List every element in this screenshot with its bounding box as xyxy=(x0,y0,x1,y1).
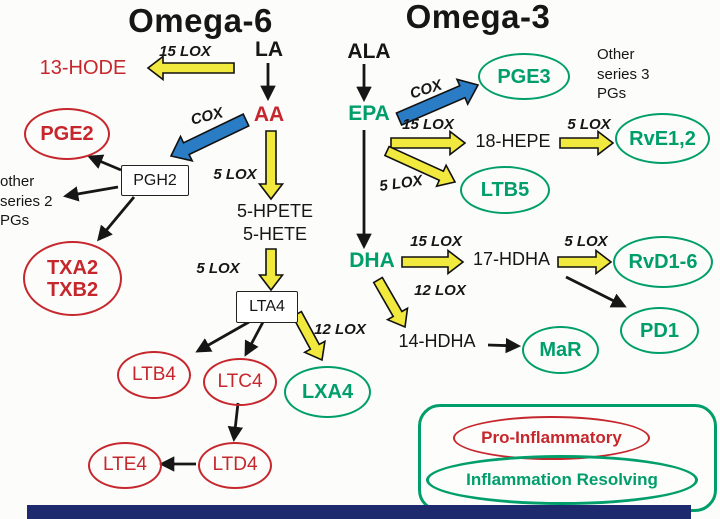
node-rvd1-6: RvD1-6 xyxy=(613,236,713,288)
node-ltc4-label: LTC4 xyxy=(217,370,263,392)
node-pge2-label: PGE2 xyxy=(40,123,94,145)
enzyme-15-lox-label: 15 LOX xyxy=(402,116,454,133)
arrow-lta4-to-ltc4 xyxy=(244,321,265,357)
node-pd1-label: PD1 xyxy=(640,319,679,342)
title-omega6: Omega-6 xyxy=(128,2,273,39)
node-pd1: PD1 xyxy=(620,307,699,354)
node-pge2: PGE2 xyxy=(24,108,110,160)
node-ltb4-label: LTB4 xyxy=(131,363,176,385)
node-rvd1-6-label: RvD1-6 xyxy=(628,251,698,273)
node-aa: AA xyxy=(253,103,285,126)
node-ltd4: LTD4 xyxy=(198,442,272,489)
enzyme-5-lox-label: 5 LOX xyxy=(378,172,424,195)
enzyme-cox-label: COX xyxy=(407,76,444,103)
enzyme-5-lox-label: 5 LOX xyxy=(564,233,608,250)
node-lte4-label: LTE4 xyxy=(102,454,147,476)
node-18-hepe: 18-HEPE xyxy=(475,131,551,151)
node-13-hode: 13-HODE xyxy=(39,57,127,79)
node-mar-label: MaR xyxy=(539,339,582,361)
arrow-aa-to-5hpete xyxy=(257,130,285,201)
node-ala: ALA xyxy=(347,40,391,63)
node-rve1-2-label: RvE1,2 xyxy=(629,127,696,150)
node-17-hdha: 17-HDHA xyxy=(472,249,551,269)
node-lxa4: LXA4 xyxy=(284,366,371,418)
node-txa2-txb2: TXA2 TXB2 xyxy=(23,241,122,316)
arrow-epa-to-18hepe xyxy=(390,129,467,157)
legend-pro-inflammatory-label: Pro-Inflammatory xyxy=(481,427,622,447)
arrow-17hdha-to-rvd16 xyxy=(557,248,613,276)
node-la: LA xyxy=(255,38,283,61)
node-lxa4-label: LXA4 xyxy=(301,381,354,403)
bottom-bar xyxy=(27,505,691,519)
enzyme-5-lox-label: 5 LOX xyxy=(567,116,611,133)
node-ltb4: LTB4 xyxy=(117,351,191,399)
node-ltb5-label: LTB5 xyxy=(480,179,530,201)
note-other-series-3-pgs: Other series 3 PGs xyxy=(597,46,650,102)
enzyme-cox-label: COX xyxy=(189,104,225,129)
node-lta4: LTA4 xyxy=(236,291,298,323)
legend-inflammation-resolving: Inflammation Resolving xyxy=(426,455,698,505)
node-ltc4: LTC4 xyxy=(203,358,277,406)
enzyme-5-lox-label: 5 LOX xyxy=(196,260,240,277)
arrow-5hete-to-lta4 xyxy=(257,248,285,292)
arrow-18hepe-to-rve12 xyxy=(559,129,615,157)
node-pge3: PGE3 xyxy=(478,53,570,100)
arrow-ltc4-to-ltd4 xyxy=(227,402,244,443)
node-lta4-label: LTA4 xyxy=(249,298,285,315)
arrow-pgh2-to-other-series2 xyxy=(62,185,119,202)
enzyme-15-lox-label: 15 LOX xyxy=(410,233,462,250)
arrow-dha-to-17hdha xyxy=(401,248,465,276)
enzyme-12-lox-label: 12 LOX xyxy=(314,321,366,338)
enzyme-5-lox-label: 5 LOX xyxy=(213,166,257,183)
node-ltb5: LTB5 xyxy=(460,166,550,214)
node-5-hete: 5-HETE xyxy=(242,224,307,244)
arrow-pgh2-to-pge2 xyxy=(87,154,122,172)
arrow-17hdha-to-pd1 xyxy=(565,275,627,308)
enzyme-15-lox-label: 15 LOX xyxy=(159,43,211,60)
node-txa2-txb2-label: TXA2 TXB2 xyxy=(46,256,99,301)
node-mar: MaR xyxy=(522,326,599,374)
node-rve1-2: RvE1,2 xyxy=(615,113,710,164)
node-ltd4-label: LTD4 xyxy=(212,454,258,476)
arrow-14hdha-to-mar xyxy=(487,337,522,354)
arrow-pgh2-to-txa2 xyxy=(97,196,136,242)
node-epa: EPA xyxy=(348,102,390,125)
arrow-lta4-to-ltb4 xyxy=(195,320,250,353)
node-lte4: LTE4 xyxy=(88,442,162,489)
note-other-series-2-pgs: other series 2 PGs xyxy=(0,173,53,229)
enzyme-12-lox-label: 12 LOX xyxy=(414,282,466,299)
legend-pro-inflammatory: Pro-Inflammatory xyxy=(453,416,650,460)
node-pgh2: PGH2 xyxy=(121,165,189,196)
legend-inflammation-resolving-label: Inflammation Resolving xyxy=(466,469,658,489)
node-14-hdha: 14-HDHA xyxy=(398,331,476,351)
node-pge3-label: PGE3 xyxy=(497,65,551,88)
node-pgh2-label: PGH2 xyxy=(133,171,177,189)
node-5-hpete: 5-HPETE xyxy=(236,201,314,221)
title-omega3: Omega-3 xyxy=(405,0,551,35)
node-dha: DHA xyxy=(349,249,395,272)
